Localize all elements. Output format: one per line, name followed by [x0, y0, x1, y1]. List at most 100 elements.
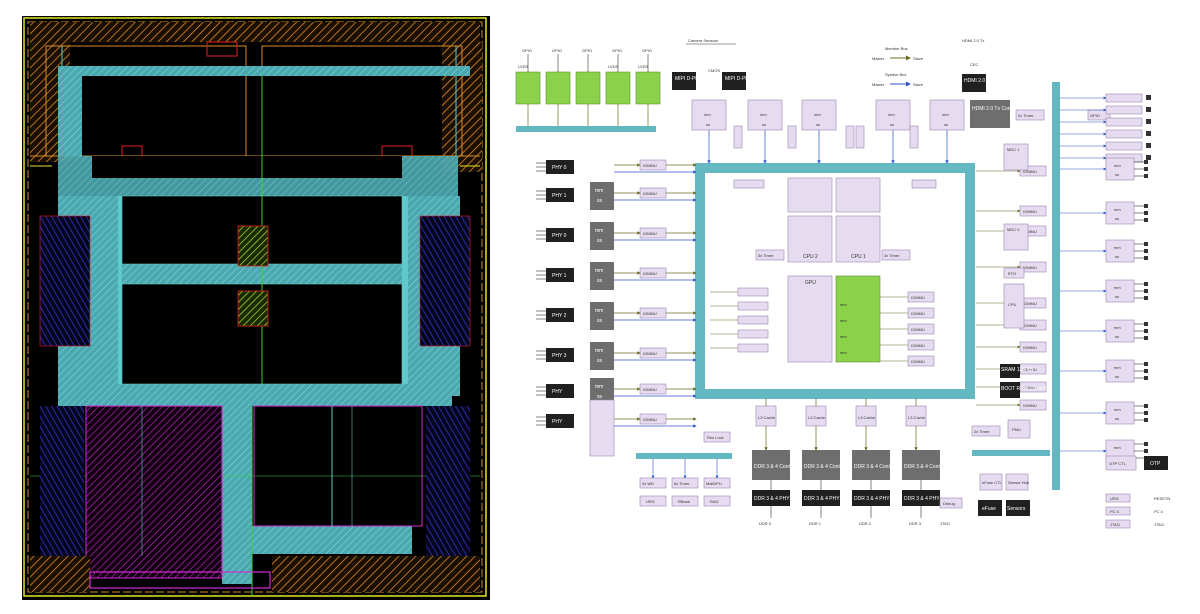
- bl-top-label-1: 6x Timer: [674, 481, 690, 486]
- ddr-pin-label-3: DDR 3: [909, 521, 922, 526]
- mdc0-block: [1003, 223, 1029, 251]
- top-mm-label-3: mm: [888, 112, 895, 117]
- iommu-right-label-1: IOMMU: [1023, 209, 1037, 214]
- iommu-inner-label-0: IOMMU: [911, 295, 925, 300]
- sram-block: [1000, 364, 1020, 378]
- io-block-0: [515, 71, 541, 105]
- jtag-right-block: [1105, 519, 1131, 529]
- legend-master-2: Master: [872, 82, 885, 87]
- ddr-pin-label-1: DDR 1: [809, 521, 822, 526]
- iommu-left-label-2: IOMMU: [643, 231, 657, 236]
- gpio-right-0: [1105, 93, 1143, 103]
- timer-3x-left: [755, 249, 785, 261]
- ddr-phy-label-0: DDR 3 & 4 PHY 0: [754, 496, 794, 502]
- soc-block-diagram: Member Bus Master Slave System Bus Maste…: [515, 38, 1170, 529]
- iommu-right-label-8: IOMMU: [1023, 385, 1037, 390]
- iommu-inner-label-2: IOMMU: [911, 327, 925, 332]
- right-mmss-2: [1105, 239, 1135, 263]
- io-block-1: [545, 71, 571, 105]
- iommu-left-label-3: IOMMU: [643, 271, 657, 276]
- bl-top-label-2: MailDPU: [706, 481, 722, 486]
- ddr-controller-label-1: DDR 3 & 4 Controller 1: [804, 464, 855, 470]
- mipi-dphy-1: [722, 72, 746, 90]
- top-ss-label-4: ss: [944, 122, 948, 127]
- otp-ctl-label: OTP CTL: [1109, 461, 1127, 466]
- jtag-pin: JTAG: [1154, 522, 1164, 527]
- right-ss-label-4: ss: [1115, 334, 1119, 339]
- top-mm-label-1: mm: [760, 112, 767, 117]
- timer-2x-bottom: [971, 425, 1001, 437]
- io-block-2: [575, 71, 601, 105]
- top-iommu-0: [733, 125, 743, 149]
- inner-mm-1: [787, 177, 833, 213]
- right-ss-label-3: ss: [1115, 294, 1119, 299]
- right-mm-label-2: mm: [1114, 245, 1121, 250]
- bl-bot-1: [671, 495, 699, 507]
- right-mm-label-7: mm: [1114, 445, 1121, 450]
- iommu-left-label-7: IOMMU: [643, 417, 657, 422]
- urg-right-block: [1105, 493, 1131, 503]
- hdmi-phy: [962, 74, 986, 92]
- otp-ctl-block: [1105, 455, 1137, 471]
- gray-mm-label-4: mm: [595, 308, 603, 314]
- ddr-phy-label-1: DDR 3 & 4 PHY 1: [804, 496, 844, 502]
- inner-small-4: [737, 343, 769, 353]
- reslock-block: [703, 431, 731, 443]
- right-mm-label-3: mm: [1114, 285, 1121, 290]
- cpu1-label: CPU 1: [851, 254, 866, 260]
- sensor-hub-label: Sensor Hub: [1008, 480, 1030, 485]
- cpu-block: [1003, 283, 1025, 329]
- top-ss-label-2: ss: [816, 122, 820, 127]
- efuse-label: eFuse: [982, 506, 996, 512]
- iommu-right-label-3: IOMMU: [1023, 265, 1037, 270]
- timer-2x-bottom-label: 2x Timer: [974, 429, 990, 434]
- cmos-label: CMOS: [708, 68, 720, 73]
- top-iommu-4: [909, 125, 919, 149]
- inner-small-0: [737, 287, 769, 297]
- iommu-inner-label-4: IOMMU: [911, 359, 925, 364]
- cpu2-block: [787, 215, 833, 263]
- phy-block-2: [546, 228, 574, 242]
- ddr-phy-label-3: DDR 3 & 4 PHY 3: [904, 496, 944, 502]
- right-mm-label-5: mm: [1114, 365, 1121, 370]
- legend-master-1: Master: [872, 56, 885, 61]
- hdmi-controller-label: HDMI 2.0 Tx Controller: [972, 106, 1023, 112]
- gray-mmss-1: [590, 182, 614, 210]
- right-column-group: IOMMUIOMMUIOMMUIOMMUIOMMUIOMMUIOMMUIOMMU…: [976, 93, 1151, 463]
- top-iommu-1: [787, 125, 797, 149]
- gray-mm-label-2: mm: [595, 228, 603, 234]
- efuse-ctl-block: [979, 473, 1003, 491]
- hdmi-controller: [970, 100, 1010, 128]
- cpu2-label: CPU 2: [803, 254, 818, 260]
- hdmi-tx-label: HDMI 2.0 Tx: [962, 38, 984, 43]
- iommu-inner-label-1: IOMMU: [911, 311, 925, 316]
- phy-label-6: PHY: [552, 389, 563, 395]
- inner-small-1: [737, 301, 769, 311]
- gpio-pin-label-4: GPIO: [642, 48, 652, 53]
- gray-mmss-2: [590, 222, 614, 250]
- gpu-block: [787, 275, 833, 363]
- jtag-right-label: JTAG: [1110, 522, 1120, 527]
- phy-block-1: [546, 188, 574, 202]
- gpio-pin-label-1: GPIO: [552, 48, 562, 53]
- ddr-controller-2: [852, 450, 890, 480]
- chip-layout-panel: [22, 16, 490, 600]
- phy-label-7: PHY: [552, 419, 563, 425]
- right-mm-label-6: mm: [1114, 407, 1121, 412]
- top-iommu-2: [845, 125, 855, 149]
- right-mm-label-0: mm: [1114, 163, 1121, 168]
- block-diagram-panel: Member Bus Master Slave System Bus Maste…: [500, 30, 1190, 600]
- top-mm-4: [929, 99, 965, 131]
- green-mm-label-2: mm: [840, 334, 847, 339]
- gray-ss-label-1: ss: [597, 198, 603, 204]
- bl-bot-label-2: RAG: [710, 499, 719, 504]
- l3-label-3: L3 Cache: [908, 415, 926, 420]
- rom-label: BOOT ROM 128 KB: [1001, 386, 1047, 392]
- sensors-block: [1006, 500, 1030, 516]
- gray-mmss-3: [590, 262, 614, 290]
- timer-2x-top-label: 2x Timer: [1018, 113, 1034, 118]
- legend-system-bus: System Bus: [885, 72, 906, 77]
- gray-mmss-5: [590, 342, 614, 370]
- top-mm-label-2: mm: [814, 112, 821, 117]
